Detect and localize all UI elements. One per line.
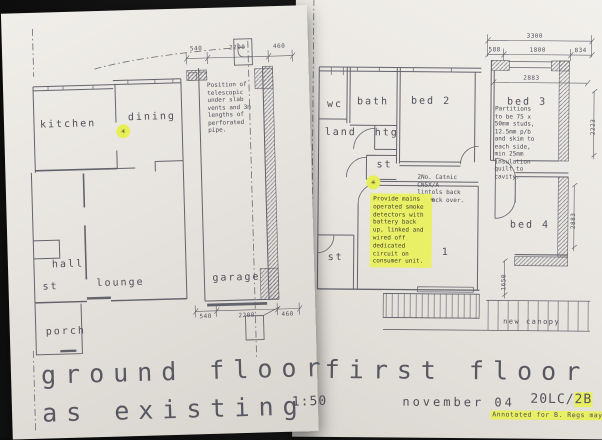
dim-bottom-540: 540 [199,312,212,321]
dim-top-2200: 2200 [228,43,246,52]
smoke-detector-marker-first: ✳ [366,175,381,190]
room-label-hall: hall [51,258,85,271]
room-label-landing: land [324,126,357,139]
annotation-stamp: Annotated for B. Regs may 05 [490,410,602,420]
dim-sub-588: 588 [488,46,501,54]
drawing-ref-text: 20LC/ [530,391,575,408]
dim-sub-1800: 1800 [529,46,546,54]
dim-stairs-1650: 1650 [500,273,508,291]
room-label-garage: garage [212,271,261,284]
dim-top-540: 540 [189,45,203,53]
room-label-lounge: lounge [96,276,145,290]
asterisk-symbol: ✳ [430,194,436,204]
dim-right-edge-2223: 2223 [589,118,597,136]
dim-top-460: 460 [272,42,286,51]
ground-floor-plan-drawing [30,28,303,433]
room-label-store-ground: st [42,281,59,293]
room-label-bed2: bed 2 [410,95,452,108]
first-floor-sheet: wc bath bed 2 bed 3 land htg st bed 1 be… [292,0,602,440]
dim-bottom-460: 460 [281,310,294,318]
revision-code: 2B [574,392,593,408]
room-label-htg: htg [374,127,399,139]
room-label-bed4: bed 4 [509,219,551,231]
room-label-dining: dining [127,110,177,124]
dim-inner-2883: 2883 [523,74,540,82]
drawing-number: 20LC/2B [530,391,593,408]
room-label-wc: wc [326,98,344,111]
sheet-title-first-floor: first floor [324,354,590,387]
ground-floor-sheet: kitchen dining hall st lounge porch gara… [0,5,330,440]
room-label-store-upper: st [376,159,393,171]
dim-bottom-2200: 2200 [238,311,255,320]
dim-sub-834: 834 [574,47,587,55]
note-partitions: Partitions to be 75 x 50mm studs, 12.5mm… [494,105,535,181]
room-label-store-lower: st [327,251,344,264]
drawing-date: november 04 [402,394,515,410]
sheet-title-ground-floor: ground floor [40,352,330,390]
first-floor-plan-drawing [309,0,598,433]
scale-label: 1:50 [291,393,328,410]
note-smoke-detectors: Provide mains operated smoke detectors w… [369,193,433,269]
room-label-porch: porch [45,325,87,338]
dim-ext-depth-2883: 2883 [569,212,578,230]
note-telescopic-vents: Position of telescopic under slab vents … [206,80,252,134]
room-label-bath: bath [356,96,390,108]
sheet-title-as-existing: as existing [41,391,307,428]
label-new-canopy: new canopy [503,317,561,326]
dim-overall-3300: 3300 [526,32,544,40]
room-label-kitchen: kitchen [39,118,97,131]
